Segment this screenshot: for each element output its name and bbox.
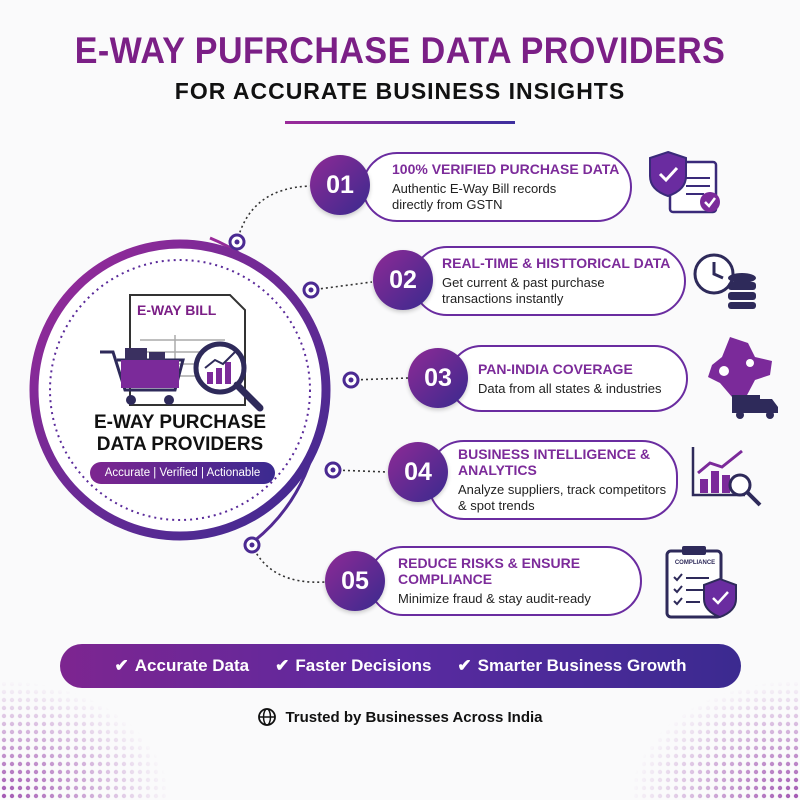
page-title: E-WAY PUFRCHASE DATA PROVIDERS (74, 30, 726, 71)
feature-card-04: BUSINESS INTELLIGENCE &ANALYTICS Analyze… (428, 440, 678, 520)
feature-card-03: PAN-INDIA COVERAGE Data from all states … (448, 345, 688, 412)
feature-card-01: 100% VERIFIED PURCHASE DATA Authentic E-… (362, 152, 632, 222)
trusted-text: Trusted by Businesses Across India (285, 708, 543, 726)
compliance-clipboard-icon (665, 546, 737, 619)
feature-title: REAL-TIME & HISTTORICAL DATA (442, 255, 671, 271)
trusted-line: Trusted by Businesses Across India (0, 707, 800, 727)
india-map-truck-icon (708, 337, 778, 419)
benefit-item: ✔Faster Decisions (275, 656, 432, 675)
center-title: E-WAY PURCHASE DATA PROVIDERS (80, 412, 280, 456)
feature-desc: Data from all states & industries (478, 380, 662, 396)
feature-number-02: 02 (373, 250, 433, 310)
title-divider (285, 121, 515, 124)
check-icon: ✔ (457, 656, 472, 675)
compliance-label: COMPLIANCE (674, 560, 716, 566)
feature-number-04: 04 (388, 442, 448, 502)
benefit-item: ✔Accurate Data (114, 656, 250, 675)
eway-bill-illustration-icon (100, 294, 264, 412)
benefit-item: ✔Smarter Business Growth (457, 656, 687, 675)
center-title-line2: DATA PROVIDERS (96, 434, 264, 455)
shield-document-check-icon (649, 150, 720, 214)
feature-number-05: 05 (325, 551, 385, 611)
page-subtitle: FOR ACCURATE BUSINESS INSIGHTS (174, 78, 626, 104)
feature-number-01: 01 (310, 155, 370, 215)
center-title-line1: E-WAY PURCHASE (93, 412, 267, 433)
feature-title: BUSINESS INTELLIGENCE &ANALYTICS (458, 446, 651, 478)
check-icon: ✔ (275, 656, 290, 675)
feature-title: REDUCE RISKS & ENSURE COMPLIANCE (398, 555, 581, 587)
clock-database-icon (693, 253, 756, 309)
check-icon: ✔ (114, 656, 129, 675)
eway-bill-label: E-WAY BILL (137, 302, 217, 318)
feature-card-05: REDUCE RISKS & ENSURE COMPLIANCE Minimiz… (368, 546, 642, 616)
feature-desc: Minimize fraud & stay audit-ready (398, 591, 591, 606)
chart-magnifier-icon (691, 447, 762, 507)
benefits-bar: ✔Accurate Data ✔Faster Decisions ✔Smarte… (60, 644, 741, 688)
center-tagline: Accurate | Verified | Actionable (90, 462, 275, 484)
feature-card-02: REAL-TIME & HISTTORICAL DATA Get current… (412, 246, 686, 316)
globe-icon (258, 708, 277, 726)
feature-title: PAN-INDIA COVERAGE (478, 360, 633, 377)
feature-desc: Analyze suppliers, track competitors& sp… (458, 482, 667, 513)
feature-title: 100% VERIFIED PURCHASE DATA (392, 161, 620, 177)
feature-number-03: 03 (408, 348, 468, 408)
